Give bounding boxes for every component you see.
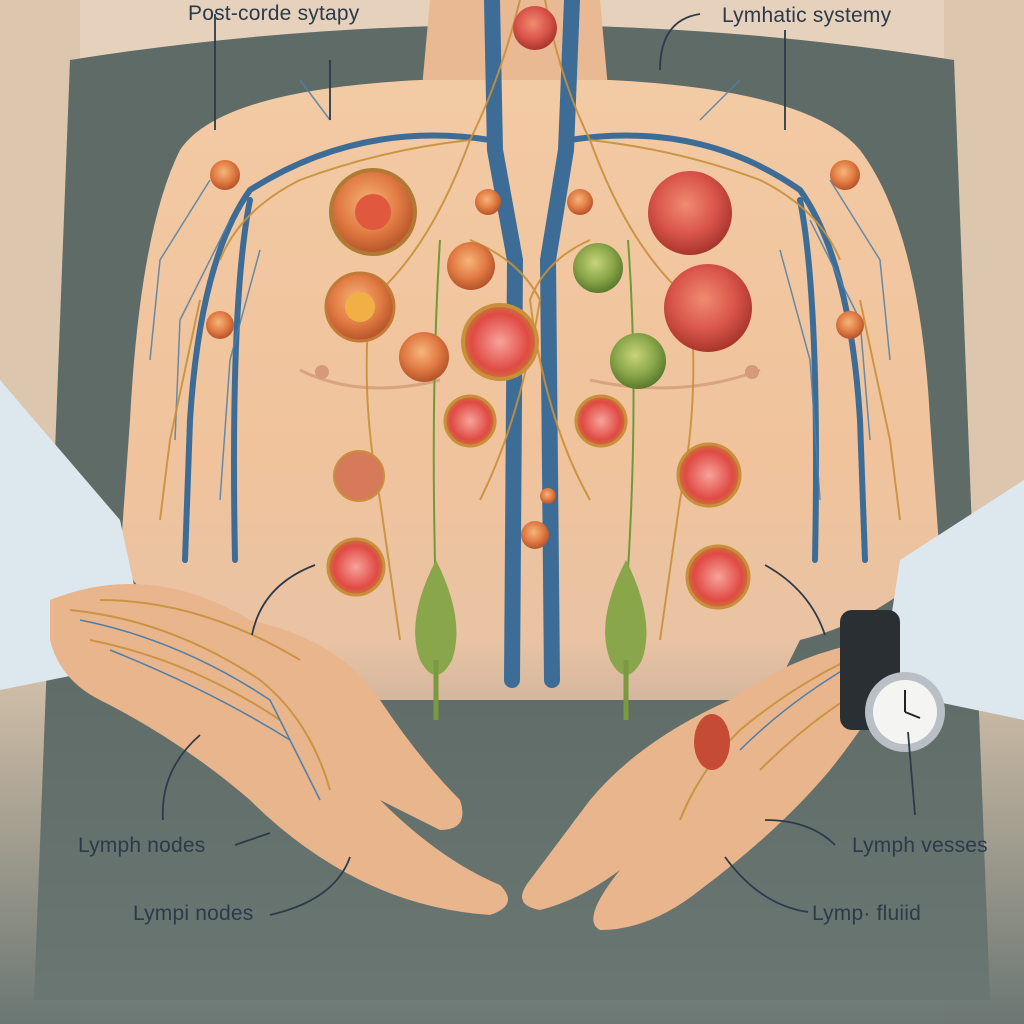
torso — [120, 80, 940, 700]
leader-bottom-left — [269, 856, 351, 916]
lymph-node — [836, 311, 864, 339]
leader-lower-left — [161, 734, 201, 821]
lymph-duct-right — [605, 560, 647, 675]
node-cross-section — [326, 537, 386, 597]
lymph-duct-left — [415, 560, 457, 675]
lymph-node — [830, 160, 860, 190]
lymph-node — [399, 332, 449, 382]
lymph-node-large — [648, 171, 732, 255]
leader-lower-left-2 — [234, 832, 271, 846]
lymph-node — [206, 311, 234, 339]
node-cross-section — [574, 394, 628, 448]
branch-veins — [182, 132, 868, 563]
label-lymph-fluid: Lymp· fluiid — [812, 902, 921, 925]
leader-mid-left — [251, 564, 316, 636]
green-lymph-vessels — [432, 239, 635, 601]
wristwatch — [840, 610, 945, 752]
left-hand — [50, 584, 508, 915]
lymph-node-large — [664, 264, 752, 352]
leader-lines — [161, 13, 916, 916]
lymph-node — [210, 160, 240, 190]
left-nipple — [315, 365, 329, 379]
leader-lower-right-2 — [907, 731, 916, 816]
lymph-node-core — [345, 292, 375, 322]
central-veins — [484, 0, 580, 688]
lymph-node-core — [355, 194, 391, 230]
lymph-node — [567, 189, 593, 215]
lymph-nodes-upper — [206, 6, 864, 389]
leader-mid-right — [764, 564, 826, 636]
hand-lymph-node — [694, 714, 730, 770]
node-cross-section — [685, 544, 751, 610]
label-lymphatic-system: Lymhatic systemy — [722, 4, 892, 27]
node-cross-section — [461, 303, 539, 381]
leader-lower-right — [764, 819, 836, 846]
left-hand-vessels — [69, 599, 331, 791]
lymph-node — [447, 242, 495, 290]
lymph-node — [540, 488, 556, 504]
node-cross-section — [443, 394, 497, 448]
right-shirt-sleeve — [880, 480, 1024, 720]
lymph-node-green — [610, 333, 666, 389]
left-pectoral-line — [299, 368, 441, 390]
right-pectoral-line — [589, 368, 761, 390]
lymph-node — [521, 521, 549, 549]
left-hand-veins — [79, 619, 321, 801]
node-cross-section — [333, 450, 385, 502]
right-nipple — [745, 365, 759, 379]
leader-bottom-right — [724, 856, 809, 913]
lymph-node — [513, 6, 557, 50]
watch-hand — [904, 711, 921, 719]
label-post-corde-sytapy: Post-corde sytapy — [188, 2, 360, 25]
label-lympi-nodes: Lympi nodes — [133, 902, 254, 925]
leader-top-right — [659, 13, 701, 71]
lymph-node — [475, 189, 501, 215]
lymph-nodes-cross-sections — [326, 303, 751, 610]
label-lymph-vesses: Lymph vesses — [852, 834, 988, 857]
label-lymph-nodes: Lymph nodes — [78, 834, 206, 857]
node-cross-section — [676, 442, 742, 508]
right-hand — [522, 640, 890, 930]
lymph-node-green — [573, 243, 623, 293]
